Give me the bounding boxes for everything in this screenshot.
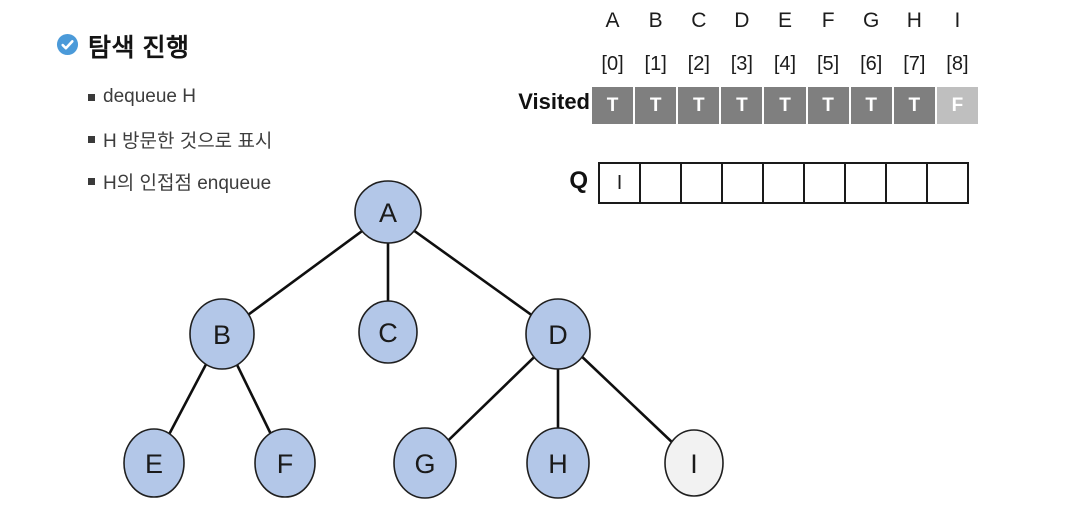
tree-node-H: H bbox=[526, 427, 590, 499]
tree-node-A: A bbox=[354, 180, 422, 244]
node-label: D bbox=[548, 320, 568, 350]
node-label: B bbox=[213, 320, 231, 350]
tree-node-C: C bbox=[358, 300, 418, 364]
slide-title: 탐색 진행 bbox=[88, 34, 190, 62]
array-letter-B: B bbox=[648, 9, 663, 32]
tree-nodes: A B C D E F G bbox=[123, 180, 724, 499]
bullet-square-icon bbox=[88, 177, 95, 185]
visited-cell-1: T bbox=[635, 87, 677, 124]
visited-cell-3: T bbox=[721, 87, 763, 124]
visited-cell-8: F bbox=[936, 87, 978, 124]
tree-node-I: I bbox=[664, 429, 724, 497]
edge-A-B bbox=[221, 210, 389, 336]
array-index-8: [8] bbox=[946, 52, 969, 75]
bullet-list: dequeue H H 방문한 것으로 표시 H의 인접점 enqueue bbox=[88, 76, 272, 202]
visited-cell-4: T bbox=[764, 87, 806, 124]
queue-cell-0: I bbox=[598, 162, 641, 204]
array-index-3: [3] bbox=[730, 52, 753, 75]
array-index-6: [6] bbox=[860, 52, 883, 75]
tree-node-G: G bbox=[393, 427, 457, 499]
bullet-item: H 방문한 것으로 표시 bbox=[88, 118, 272, 160]
node-label: A bbox=[379, 198, 397, 228]
array-letter-G: G bbox=[863, 9, 880, 32]
queue-cell-8 bbox=[926, 162, 969, 204]
bullet-item: dequeue H bbox=[88, 76, 272, 118]
tree-node-B: B bbox=[189, 298, 255, 370]
check-circle-icon bbox=[56, 33, 79, 56]
array-index-5: [5] bbox=[816, 52, 840, 75]
array-letter-A: A bbox=[605, 9, 620, 32]
bullet-text: dequeue H bbox=[103, 86, 196, 107]
node-label: I bbox=[690, 449, 698, 479]
node-label: H bbox=[548, 449, 568, 479]
queue-label: Q bbox=[569, 167, 588, 194]
array-letter-E: E bbox=[777, 9, 792, 32]
visited-cell-6: T bbox=[850, 87, 892, 124]
array-letter-H: H bbox=[906, 9, 922, 32]
array-index-7: [7] bbox=[903, 52, 926, 75]
bullet-square-icon bbox=[88, 93, 95, 101]
array-letters-row: A B C D E F G H I bbox=[592, 8, 978, 34]
queue-cell-7 bbox=[885, 162, 928, 204]
queue-cell-6 bbox=[844, 162, 887, 204]
bullet-text: H의 인접점 enqueue bbox=[103, 172, 272, 194]
node-label: G bbox=[414, 449, 435, 479]
array-index-4: [4] bbox=[773, 52, 797, 75]
visited-cell-2: T bbox=[678, 87, 720, 124]
node-label: F bbox=[277, 449, 294, 479]
array-index-2: [2] bbox=[687, 52, 710, 75]
visited-cell-7: T bbox=[893, 87, 935, 124]
visited-label: Visited bbox=[518, 89, 590, 114]
queue-cells-row: I bbox=[598, 162, 969, 204]
array-index-0: [0] bbox=[601, 52, 624, 75]
array-indices-row: [0] [1] [2] [3] [4] [5] [6] [7] [8] bbox=[592, 50, 978, 78]
tree-node-D: D bbox=[525, 298, 591, 370]
array-letter-I: I bbox=[954, 9, 961, 32]
array-letter-F: F bbox=[821, 9, 835, 32]
tree-node-F: F bbox=[254, 428, 316, 498]
array-letter-D: D bbox=[734, 9, 750, 32]
visited-cell-5: T bbox=[807, 87, 849, 124]
bullet-text: H 방문한 것으로 표시 bbox=[103, 130, 273, 152]
bullet-item: H의 인접점 enqueue bbox=[88, 160, 272, 202]
node-label: E bbox=[145, 449, 163, 479]
bullet-square-icon bbox=[88, 135, 95, 143]
edge-A-D bbox=[387, 210, 559, 336]
node-label: C bbox=[378, 318, 398, 348]
visited-cell-0: T bbox=[592, 87, 634, 124]
array-index-1: [1] bbox=[644, 52, 667, 75]
array-letter-C: C bbox=[691, 9, 707, 32]
tree-node-E: E bbox=[123, 428, 185, 498]
